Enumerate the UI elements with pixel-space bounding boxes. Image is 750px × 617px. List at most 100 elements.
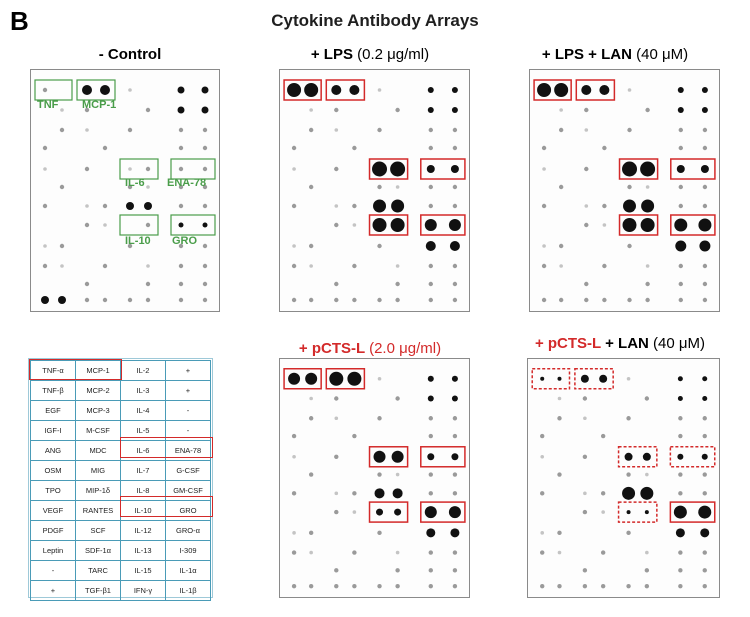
- blot-spot: [645, 185, 650, 189]
- blot-spot: [451, 107, 458, 113]
- blot-spot: [452, 583, 458, 589]
- blot-spot: [702, 184, 708, 190]
- blot-spot: [645, 550, 649, 555]
- blot-lps-lan: [529, 69, 720, 312]
- blot-spot: [292, 454, 296, 459]
- blot-spot: [377, 376, 382, 381]
- blot-spot: [425, 241, 436, 251]
- blot-spot: [377, 127, 382, 133]
- blot-spot: [557, 376, 562, 381]
- blot-spot: [640, 218, 655, 232]
- blot-spot: [334, 107, 339, 113]
- blot-spot: [42, 87, 48, 93]
- blot-spot: [202, 203, 208, 209]
- blot-spot: [582, 396, 588, 401]
- blot-spot: [309, 108, 313, 112]
- blot-spot: [541, 145, 547, 151]
- blot-spot: [640, 161, 656, 177]
- legend-cell: TGF-β1: [75, 580, 121, 601]
- legend-cell: RANTES: [75, 500, 121, 521]
- blot-spot: [678, 416, 683, 421]
- title-lps-lan: + LPS + LAN (40 μM): [541, 46, 689, 63]
- blot-spot: [627, 184, 632, 190]
- blot-spot: [334, 204, 339, 208]
- title-lps: + LPS (0.2 μg/ml): [310, 46, 430, 63]
- blot-spot: [41, 296, 49, 304]
- blot-spot: [395, 396, 400, 401]
- blot-spot: [452, 550, 458, 555]
- legend-cell: +: [165, 380, 211, 401]
- blot-spot: [584, 297, 589, 303]
- blot-spot: [377, 583, 382, 589]
- blot-spot: [291, 433, 297, 439]
- blot-spot: [677, 396, 683, 402]
- blot-spot: [678, 184, 683, 190]
- blot-spot: [452, 203, 458, 209]
- blot-spot: [699, 240, 711, 252]
- blot-spot: [557, 472, 562, 477]
- blot-spot: [584, 107, 589, 113]
- blot-spot: [678, 145, 683, 151]
- blot-spot: [600, 583, 606, 589]
- blot-spot: [452, 263, 458, 269]
- blot-spot: [702, 550, 707, 555]
- blot-spot: [678, 263, 683, 269]
- blot-spot: [201, 106, 209, 114]
- blot-spot: [645, 264, 650, 268]
- highlight-box: [325, 79, 366, 101]
- blot-spot: [540, 454, 545, 459]
- blot-spot: [676, 165, 685, 173]
- blot-spot: [602, 297, 607, 303]
- blot-spot: [43, 244, 47, 248]
- blot-spot: [395, 185, 400, 189]
- blot-spot: [558, 297, 564, 303]
- blot-spot: [42, 263, 48, 269]
- blot-spot: [677, 453, 684, 460]
- blot-spot: [673, 505, 687, 519]
- blot-spot: [42, 145, 48, 151]
- blot-spot: [626, 530, 631, 536]
- highlight-box: [119, 158, 159, 180]
- blot-spot: [701, 453, 708, 460]
- legend-cell: IL-7: [120, 460, 166, 481]
- blot-spot: [452, 491, 458, 496]
- blot-spot: [557, 530, 562, 536]
- blot-spot: [540, 550, 545, 555]
- legend-cell: TARC: [75, 560, 121, 581]
- blot-spot: [334, 297, 339, 303]
- blot-spot: [291, 145, 297, 151]
- blot-spot: [427, 453, 435, 461]
- blot-spot: [334, 281, 339, 287]
- blot-spot: [557, 396, 562, 401]
- blot-spot: [373, 199, 387, 213]
- legend-cell: IL-15: [120, 560, 166, 581]
- blot-spot: [601, 510, 605, 514]
- blot-spot: [582, 568, 588, 573]
- blot-spot: [377, 297, 382, 303]
- blot-spot: [287, 83, 302, 97]
- blot-spot: [395, 583, 400, 589]
- blot-spot: [85, 204, 89, 208]
- blot-spot: [177, 86, 185, 94]
- blot-spot: [395, 281, 400, 287]
- blot-control: [30, 69, 220, 312]
- blot-spot: [60, 108, 64, 112]
- blot-spot: [202, 184, 208, 190]
- blot-spot: [584, 128, 589, 132]
- legend-cell: GRO-α: [165, 520, 211, 541]
- legend-cell: IGF-I: [30, 420, 76, 441]
- blot-spot: [428, 433, 433, 439]
- blot-spot: [541, 263, 547, 269]
- label-tnf: TNF: [37, 99, 59, 111]
- blot-spot: [144, 202, 152, 210]
- blot-spot: [178, 222, 184, 228]
- blot-spot: [145, 222, 151, 228]
- blot-spot: [644, 510, 649, 515]
- blot-spot: [395, 550, 400, 555]
- blot-spot: [452, 145, 458, 151]
- blot-spot: [331, 85, 342, 95]
- blot-spot: [541, 203, 547, 209]
- blot-spots: [34, 79, 216, 304]
- blot-spot: [678, 127, 683, 133]
- blot-spot: [391, 450, 404, 463]
